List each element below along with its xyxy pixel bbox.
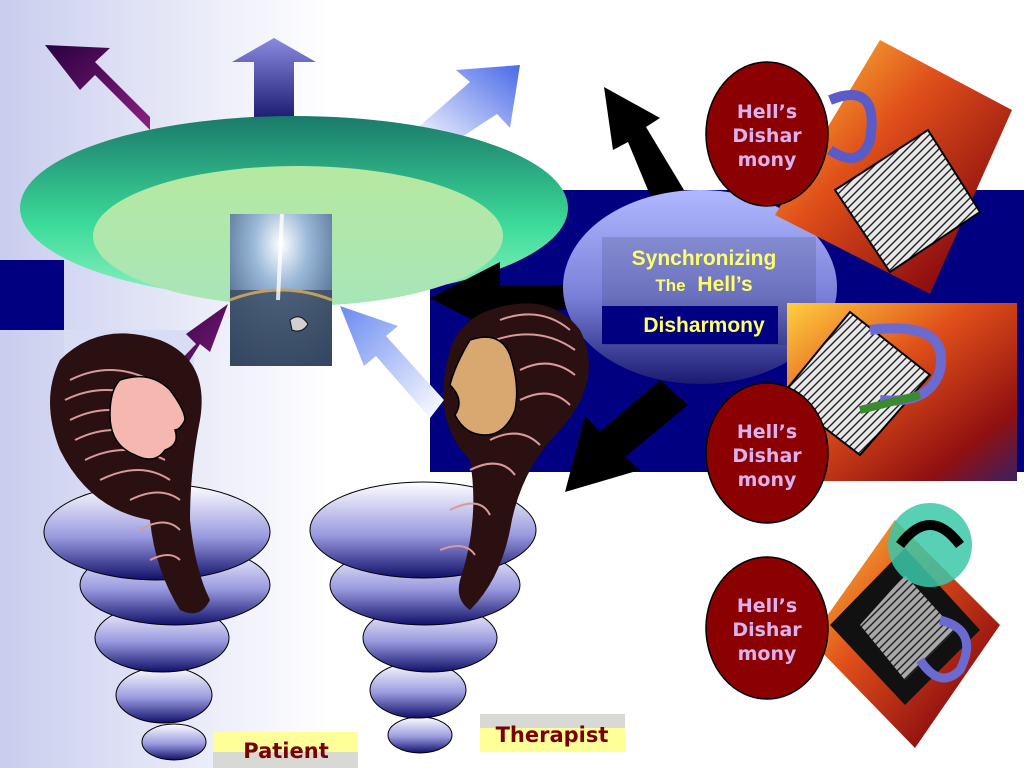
badge-1-line1: Hell’s: [737, 101, 797, 123]
arrow-to-bottom-left: [565, 380, 688, 492]
center-line2-word: Hell: [697, 273, 736, 296]
patient-label-text: Patient: [243, 739, 328, 763]
patient-label: Patient: [213, 732, 358, 768]
hell-painting-3: [810, 503, 1000, 748]
badge-1-line2: Dishar: [732, 125, 802, 147]
disharmony-arrows: [430, 87, 690, 492]
therapist-label: Therapist: [480, 714, 625, 752]
svg-text:mony: mony: [738, 643, 797, 665]
badge-3-line1: Hell’s: [737, 595, 797, 617]
arrow-up-left: [45, 45, 150, 130]
badge-3-line3: mony: [738, 643, 797, 665]
outgoing-arrows: [45, 38, 520, 150]
badge-2-line3: mony: [738, 469, 797, 491]
therapist-arrow: [340, 306, 444, 418]
svg-text:Patient: Patient: [243, 739, 328, 763]
arrow-up: [232, 38, 316, 120]
svg-text:Dishar: Dishar: [732, 125, 802, 147]
badge-1-line3: mony: [738, 149, 797, 171]
arrow-to-top-right: [604, 87, 690, 200]
svg-text:Disharmony: Disharmony: [643, 314, 765, 337]
hells-disharmony-badge-2: Hell’s Dishar mony: [705, 382, 829, 524]
svg-text:The Hell’s: The Hell’s: [655, 273, 752, 296]
svg-text:Hell’s: Hell’s: [737, 595, 797, 617]
center-line3: Disharmony: [643, 314, 765, 337]
arrow-to-left: [430, 262, 565, 334]
svg-text:Dishar: Dishar: [732, 445, 802, 467]
svg-text:Dishar: Dishar: [732, 619, 802, 641]
badge-2-line1: Hell’s: [737, 421, 797, 443]
arrow-up-right: [415, 65, 520, 150]
hell-painting-1: [775, 40, 1012, 294]
patient-head-figure: [50, 333, 210, 614]
badge-2-line2: Dishar: [732, 445, 802, 467]
svg-text:Hell’s: Hell’s: [737, 101, 797, 123]
badge-3-line2: Dishar: [732, 619, 802, 641]
svg-text:Hell’s: Hell’s: [737, 421, 797, 443]
svg-text:Therapist: Therapist: [496, 723, 609, 747]
therapist-label-text: Therapist: [496, 723, 609, 747]
hells-disharmony-badge-1: Hell’s Dishar mony: [705, 61, 829, 207]
therapist-head-figure: [439, 303, 589, 610]
synchronizing-node: Synchronizing The Hell’s Disharmony: [563, 190, 837, 384]
svg-text:mony: mony: [738, 469, 797, 491]
center-line2-suffix: ’s: [736, 273, 753, 296]
earth-sky-picture: [229, 213, 333, 366]
hells-disharmony-badge-3: Hell’s Dishar mony: [705, 556, 829, 700]
center-line1: Synchronizing: [632, 247, 777, 270]
center-line2-prefix: The: [655, 276, 685, 295]
svg-text:mony: mony: [738, 149, 797, 171]
svg-text:Synchronizing: Synchronizing: [632, 247, 777, 270]
